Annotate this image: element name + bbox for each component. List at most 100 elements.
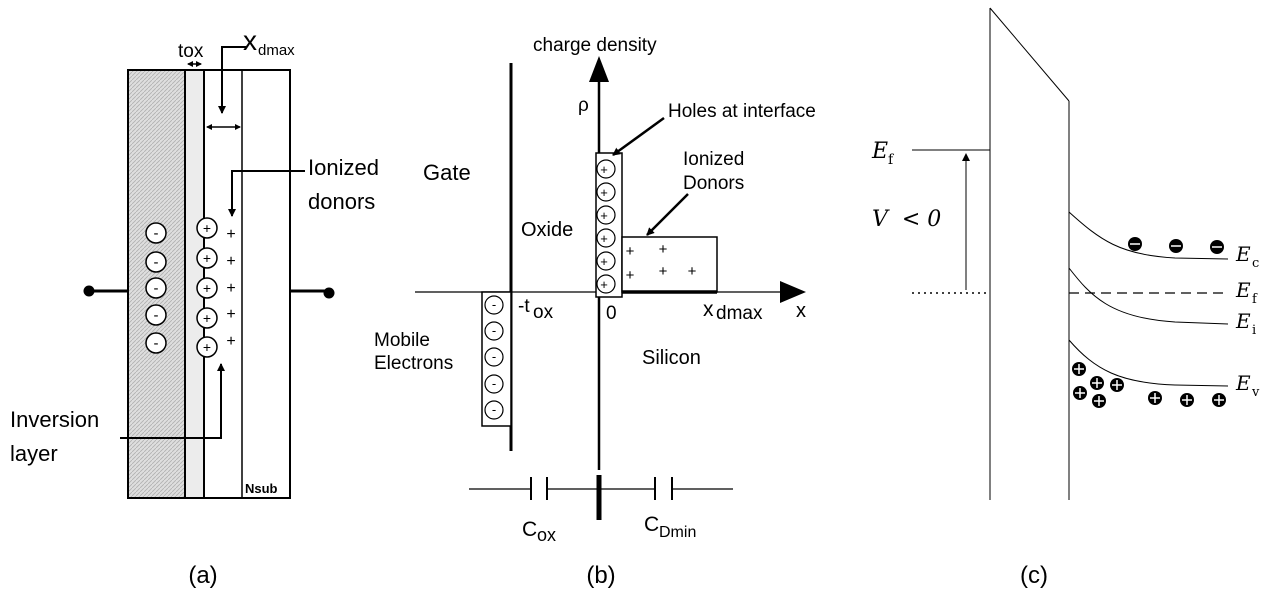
hole: +	[596, 251, 616, 271]
gate-charges: - - - - -	[145, 222, 167, 354]
holes-pointer	[612, 116, 665, 157]
holes-at-interface-label: Holes at interface	[668, 101, 816, 122]
silicon-label: Silicon	[642, 347, 701, 369]
donor-plus: +	[226, 333, 235, 350]
hole: +	[596, 182, 616, 202]
cdmin-label: C	[644, 513, 659, 536]
hole	[1072, 362, 1086, 376]
svg-text:-: -	[492, 323, 496, 338]
ionized-donors-label: Ionized	[308, 155, 379, 180]
svg-text:-: -	[154, 254, 159, 271]
intrinsic-level	[1068, 267, 1229, 325]
ef-metal-subscript: f	[888, 152, 895, 168]
ef-metal-label: E	[871, 139, 888, 164]
svg-text:+: +	[600, 277, 608, 292]
ev-subscript: v	[1251, 385, 1260, 400]
electron	[1210, 240, 1224, 254]
x-axis-label: x	[796, 300, 806, 322]
silicon-region	[203, 69, 291, 499]
donor-plus: +	[626, 267, 635, 284]
ionized-donors-pointer	[646, 193, 689, 236]
svg-text:-: -	[154, 280, 159, 297]
electron	[1169, 239, 1183, 253]
hole: +	[196, 336, 218, 358]
ei-subscript: i	[1252, 323, 1256, 338]
gate-electron: -	[145, 277, 167, 299]
hole	[1092, 394, 1106, 408]
y-axis-arrowhead	[589, 56, 609, 82]
hole: +	[596, 274, 616, 294]
hole: +	[196, 307, 218, 329]
svg-text:+: +	[203, 339, 211, 355]
electron: -	[484, 321, 504, 341]
xdmax-subscript: dmax	[716, 303, 763, 324]
ei-label: E	[1235, 309, 1251, 333]
svg-text:+: +	[600, 208, 608, 223]
svg-text:+: +	[203, 280, 211, 296]
svg-text:-: -	[154, 225, 159, 242]
hole	[1212, 393, 1226, 407]
hole	[1090, 376, 1104, 390]
xdmax-label: x	[243, 25, 257, 56]
svg-text:+: +	[600, 185, 608, 200]
tox-label: tox	[178, 41, 204, 62]
svg-text:-: -	[154, 335, 159, 352]
ev-label: E	[1235, 371, 1251, 395]
x-axis-arrowhead	[780, 281, 806, 303]
svg-text:-: -	[492, 402, 496, 417]
ef-label: E	[1235, 278, 1251, 302]
y-axis-label: charge density	[533, 35, 657, 56]
gate-terminal	[83, 285, 95, 297]
valence-band-edge	[1068, 339, 1229, 387]
substrate-terminal	[323, 287, 335, 299]
ionized-donors-label: donors	[308, 189, 375, 214]
caption-b: (b)	[586, 562, 615, 589]
series-capacitors	[469, 475, 733, 520]
electron	[1128, 237, 1142, 251]
hole: +	[196, 277, 218, 299]
donor-plus: +	[226, 306, 235, 323]
cox-label: C	[522, 518, 537, 541]
svg-text:+: +	[600, 254, 608, 269]
svg-text:+: +	[600, 162, 608, 177]
hole: +	[196, 247, 218, 269]
ec-label: E	[1235, 242, 1251, 266]
ionized-donor-charges: + + + + +	[226, 226, 235, 350]
hole	[1180, 393, 1194, 407]
rho-symbol: ρ	[578, 95, 589, 116]
inversion-holes: + + + + +	[196, 217, 218, 358]
electron: -	[484, 295, 504, 315]
mobile-electrons-label: Electrons	[374, 353, 453, 374]
ionized-donors-label: Ionized	[683, 149, 744, 170]
hole	[1148, 391, 1162, 405]
caption-c: (c)	[1020, 562, 1048, 589]
gate-electron: -	[145, 304, 167, 326]
valence-holes	[1072, 362, 1226, 408]
hole	[1073, 386, 1087, 400]
inversion-layer-pointer	[120, 363, 225, 439]
svg-text:-: -	[154, 307, 159, 324]
gate-electron: -	[145, 332, 167, 354]
svg-text:-: -	[492, 349, 496, 364]
svg-text:-: -	[492, 297, 496, 312]
inversion-layer-label: Inversion	[10, 407, 99, 432]
hole	[1110, 378, 1124, 392]
svg-text:+: +	[203, 220, 211, 236]
donor-plus: +	[626, 243, 635, 260]
gate-label: Gate	[423, 160, 471, 185]
donor-plus: +	[226, 226, 235, 243]
panel-b: charge density ρ + + + + + + + + + + + -…	[374, 35, 816, 589]
oxide-label: Oxide	[521, 219, 573, 241]
hole: +	[596, 205, 616, 225]
inversion-layer-label: layer	[10, 441, 58, 466]
origin-label: 0	[606, 303, 617, 324]
xdmax-subscript: dmax	[258, 42, 295, 59]
cox-subscript: ox	[537, 525, 556, 545]
ionized-donors-pointer	[228, 170, 305, 217]
donor-plus: +	[659, 241, 668, 258]
xdmax-label: x	[703, 298, 714, 321]
ef-subscript: f	[1252, 292, 1258, 307]
donor-plus: +	[659, 263, 668, 280]
electron: -	[484, 400, 504, 420]
